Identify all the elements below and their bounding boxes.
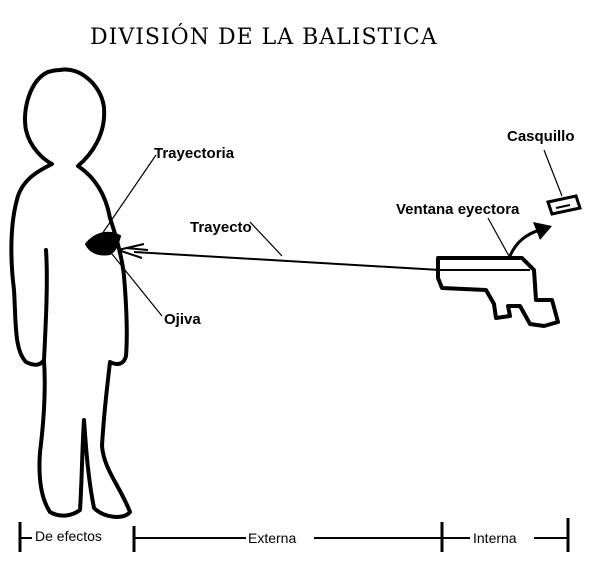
trajectory-line (117, 243, 441, 271)
trayectoria-leader (101, 154, 157, 235)
trayecto-leader (249, 221, 283, 257)
scale-externa: Externa (248, 530, 296, 546)
leader-lines (101, 149, 563, 317)
pistol-icon (436, 256, 560, 328)
ballistics-scale (18, 518, 570, 552)
diagram-title: DIVISIÓN DE LA BALISTICA (90, 23, 438, 50)
casquillo-leader (543, 149, 563, 197)
scale-interna: Interna (473, 530, 517, 546)
label-trayecto: Trayecto (190, 219, 252, 236)
label-ojiva: Ojiva (164, 311, 201, 328)
scale-de-efectos: De efectos (35, 528, 102, 544)
label-trayectoria: Trayectoria (154, 145, 235, 162)
label-casquillo: Casquillo (507, 128, 575, 145)
ejection-arrow-icon (508, 222, 552, 257)
label-ventana-eyectora: Ventana eyectora (396, 201, 520, 218)
bullet-icon (84, 231, 122, 256)
human-silhouette-icon (9, 67, 132, 519)
cartridge-casing-icon (546, 194, 582, 216)
ojiva-leader (111, 253, 163, 317)
ventana-leader (487, 217, 511, 259)
